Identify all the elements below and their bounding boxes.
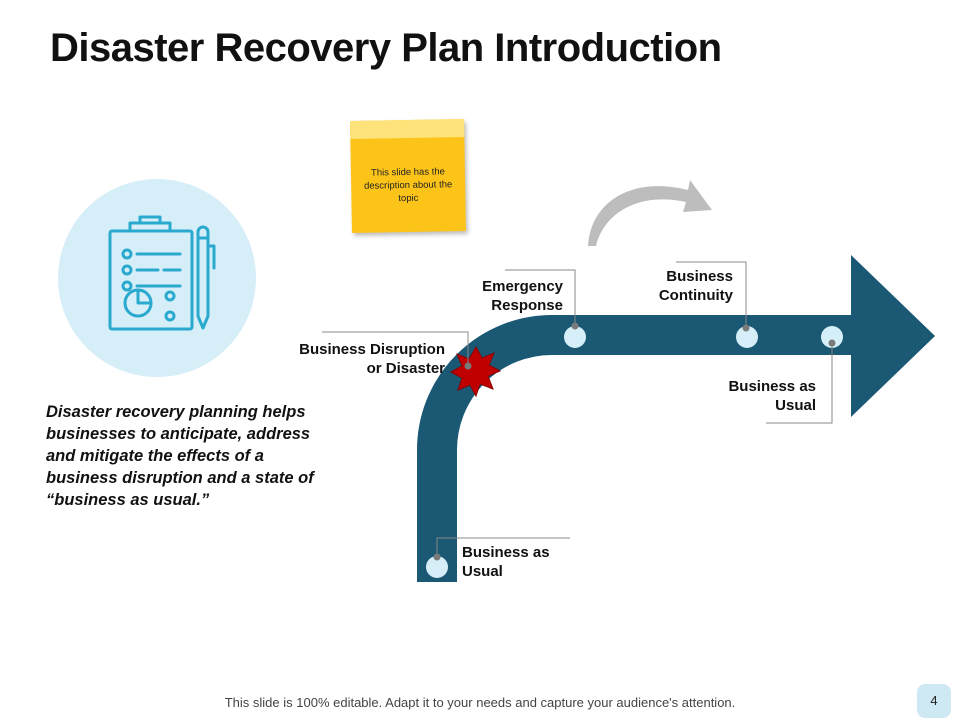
stage-label-1: Business as Usual xyxy=(462,543,550,581)
page-title: Disaster Recovery Plan Introduction xyxy=(50,26,722,70)
stage-label-2-line1: Business Disruption xyxy=(299,341,445,358)
stage-label-4-line1: Business xyxy=(666,268,733,285)
stage-label-4: Business Continuity xyxy=(659,267,733,305)
connector-stage-4 xyxy=(676,261,747,328)
stage-label-5-line1: Business as xyxy=(728,378,816,395)
stage-label-5: Business as Usual xyxy=(728,377,816,415)
description-text: Disaster recovery planning helps busines… xyxy=(46,403,314,509)
stage-node-1 xyxy=(426,556,448,578)
sticky-note: This slide has the description about the… xyxy=(350,119,466,233)
stage-node-4 xyxy=(736,326,758,348)
stage-label-3-line1: Emergency xyxy=(482,278,563,295)
connector-dot-1 xyxy=(433,553,441,561)
stage-label-3: Emergency Response xyxy=(482,277,563,315)
stage-label-1-line2: Usual xyxy=(462,563,503,580)
connector-stage-3 xyxy=(505,269,576,326)
stage-label-4-line2: Continuity xyxy=(658,287,733,304)
sticky-note-text: This slide has the description about the… xyxy=(363,166,453,205)
curved-indicator-arrow xyxy=(588,180,712,246)
sticky-note-top xyxy=(350,119,465,140)
icon-circle xyxy=(58,179,256,377)
connector-stage-1 xyxy=(436,537,570,557)
connector-dot-4 xyxy=(742,324,750,332)
stage-node-3 xyxy=(564,326,586,348)
clipboard-chart-icon xyxy=(108,215,216,331)
connector-dot-5 xyxy=(828,339,836,347)
journey-arrow-head xyxy=(851,255,935,417)
page-number-badge: 4 xyxy=(917,684,951,718)
connector-dot-2 xyxy=(464,362,472,370)
stage-label-3-line2: Response xyxy=(491,297,563,314)
stage-label-2: Business Disruption or Disaster xyxy=(299,340,445,378)
stage-label-1-line1: Business as xyxy=(462,544,550,561)
stage-label-5-line2: Usual xyxy=(775,397,816,414)
stage-node-5 xyxy=(821,326,843,348)
footer-note: This slide is 100% editable. Adapt it to… xyxy=(224,695,736,710)
stage-label-2-line2: or Disaster xyxy=(366,360,445,377)
connector-stage-2 xyxy=(322,331,469,366)
disaster-burst-icon xyxy=(449,345,502,398)
connector-dot-3 xyxy=(571,322,579,330)
connector-stage-5 xyxy=(766,343,833,424)
